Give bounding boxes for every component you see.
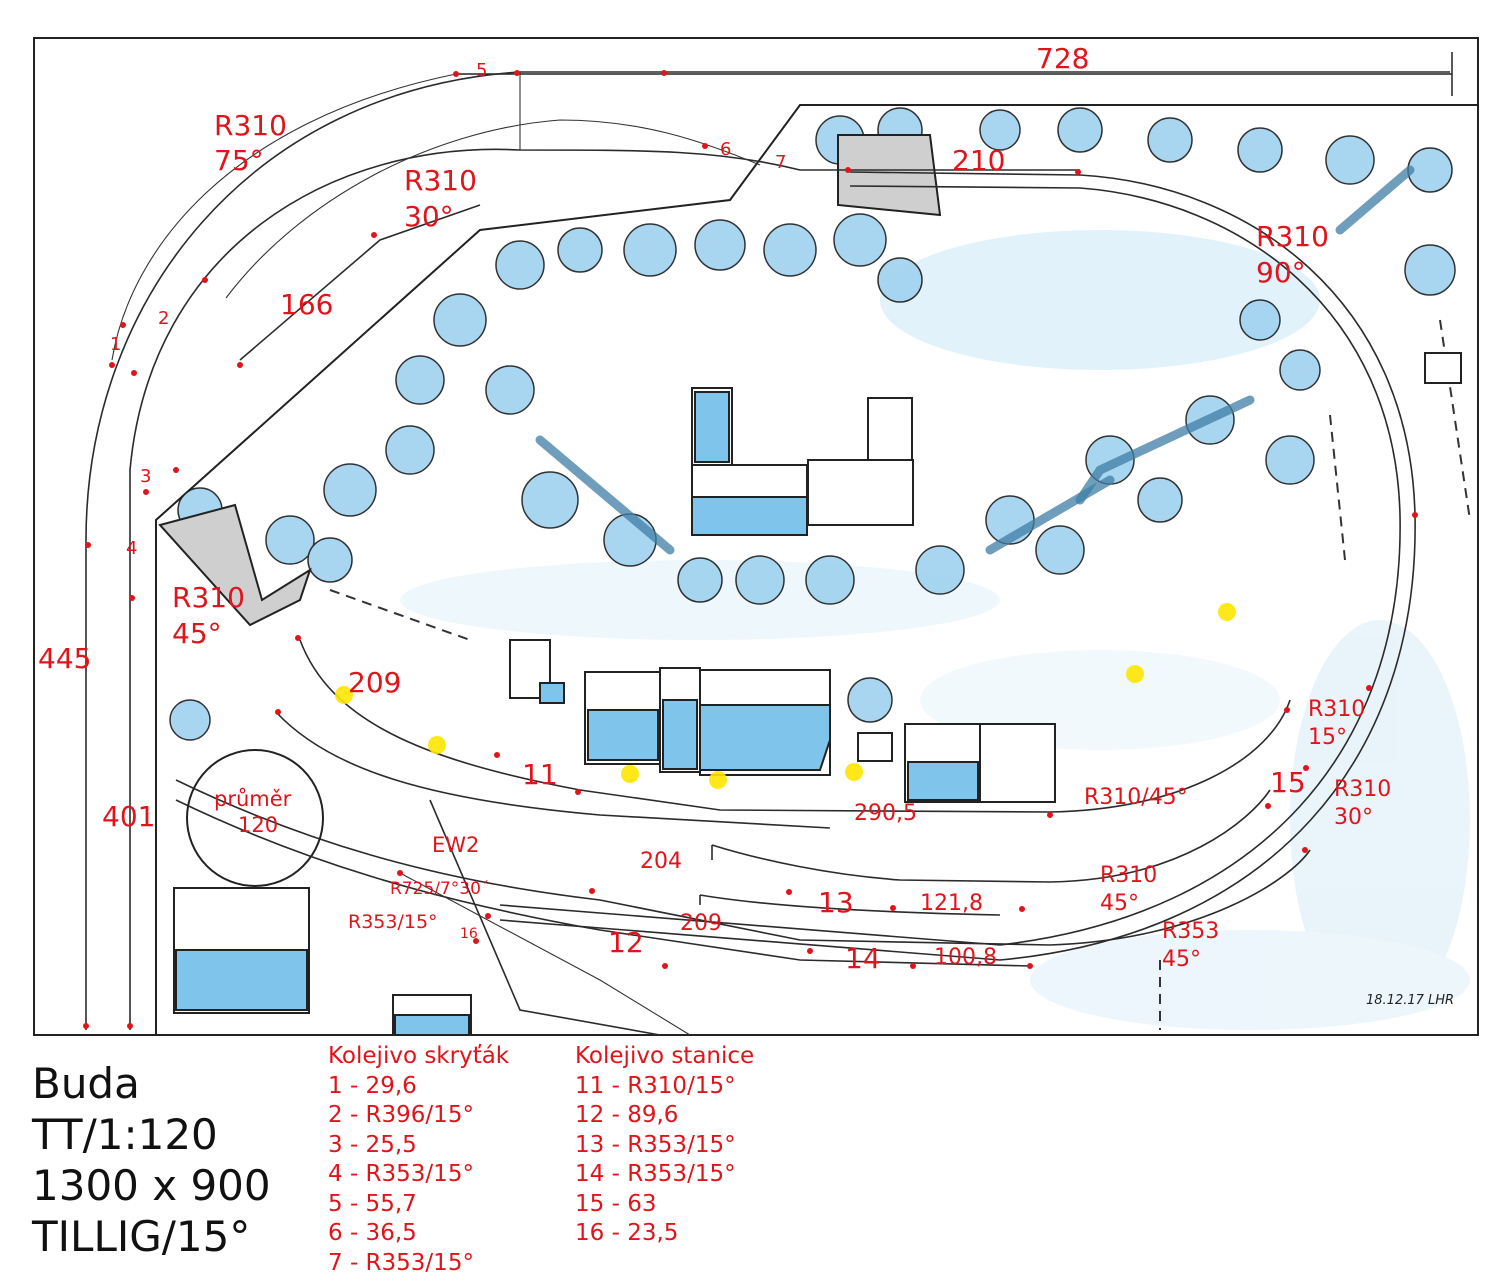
track-num-15: 15 xyxy=(1270,766,1306,799)
layout-size: 1300 x 900 xyxy=(32,1161,271,1210)
track-num-7: 7 xyxy=(775,152,786,173)
dim-209-lower-label: 209 xyxy=(680,911,722,936)
track-num-13: 13 xyxy=(818,886,854,919)
inner-board-outline xyxy=(155,104,1478,1035)
tree-cluster-icon xyxy=(169,107,1456,741)
water-stream-icon xyxy=(535,165,1415,555)
curve-r310-15-line2: 15° xyxy=(1308,725,1347,750)
r353-15-label: R353/15° xyxy=(348,911,438,933)
legend-item: 13 - R353/15° xyxy=(575,1131,736,1158)
legend-heading: Kolejivo stanice xyxy=(575,1043,755,1069)
legend-item: 15 - 63 xyxy=(575,1190,657,1217)
dim-diag-label: 166 xyxy=(280,288,333,321)
legend-station: Kolejivo stanice 11 - R310/15° 12 - 89,6… xyxy=(575,1042,754,1249)
curve-r310-45-line2: 45° xyxy=(172,617,222,650)
hidden-loop-tracks xyxy=(85,71,1450,1030)
legend-item: 3 - 25,5 xyxy=(328,1131,417,1158)
legend-item: 16 - 23,5 xyxy=(575,1220,679,1246)
curve-r310-90-line2: 90° xyxy=(1256,256,1306,289)
dim-top-label: 728 xyxy=(1036,42,1089,75)
turntable-label-line2: 120 xyxy=(238,813,278,837)
legend-item: 12 - 89,6 xyxy=(575,1102,679,1128)
layout-system: TILLIG/15° xyxy=(32,1212,251,1261)
dim-121-label: 121,8 xyxy=(920,891,983,916)
curve-r353-45-line2: 45° xyxy=(1162,947,1201,972)
curve-r310-45-slash-label: R310/45° xyxy=(1084,785,1188,810)
dim-204-label: 204 xyxy=(640,849,682,874)
turntable xyxy=(186,749,324,887)
track-num-5: 5 xyxy=(476,60,487,81)
dim-290-label: 290,5 xyxy=(854,801,917,826)
track-num-1: 1 xyxy=(110,334,121,355)
curve-r310-75-line2: 75° xyxy=(214,144,264,177)
turntable-label-line1: průměr xyxy=(214,787,292,811)
track-num-11: 11 xyxy=(522,758,558,791)
legend-item: 6 - 36,5 xyxy=(328,1220,417,1246)
baseboard-outline xyxy=(33,37,1479,1036)
lamp-icon xyxy=(335,603,1236,789)
dim-tunnel-label: 210 xyxy=(952,144,1005,177)
legend-item: 7 - R353/15° xyxy=(328,1249,474,1276)
curve-r310-30-line2: 30° xyxy=(404,200,454,233)
r725-label: R725/7°30´ xyxy=(390,879,489,899)
main-loop-tracks xyxy=(175,171,1416,1036)
dim-209-upper-label: 209 xyxy=(348,666,401,699)
curve-r310-45-line1: R310 xyxy=(172,581,245,614)
track-num-12: 12 xyxy=(608,926,644,959)
track-num-2: 2 xyxy=(158,308,169,329)
curve-r310-90-line1: R310 xyxy=(1256,220,1329,253)
track-num-14: 14 xyxy=(845,942,881,975)
joint-markers xyxy=(83,70,1418,1029)
tunnel-portal-icon xyxy=(158,134,942,627)
signature: 18.12.17 LHR xyxy=(1366,993,1454,1008)
curve-r310-30b-line2: 30° xyxy=(1334,805,1373,830)
buildings xyxy=(173,352,1462,1036)
legend-item: 11 - R310/15° xyxy=(575,1072,736,1099)
dim-left-inner-label: 401 xyxy=(102,800,155,833)
legend-hidden-yard: Kolejivo skryťák 1 - 29,6 2 - R396/15° 3… xyxy=(328,1042,509,1278)
curve-r310-75-line1: R310 xyxy=(214,109,287,142)
track-num-6: 6 xyxy=(720,139,731,160)
layout-name: Buda xyxy=(32,1059,140,1108)
track-num-4: 4 xyxy=(126,538,137,559)
legend-item: 1 - 29,6 xyxy=(328,1072,417,1099)
legend-item: 14 - R353/15° xyxy=(575,1161,736,1187)
curve-r310-30-line1: R310 xyxy=(404,164,477,197)
dim-left-outer-label: 445 xyxy=(38,642,91,675)
curve-r310-45b-line1: R310 xyxy=(1100,863,1157,888)
legend-item: 4 - R353/15° xyxy=(328,1161,474,1187)
curve-r353-45-line1: R353 xyxy=(1162,919,1219,944)
curve-r310-45b-line2: 45° xyxy=(1100,891,1139,916)
track-num-16: 16 xyxy=(460,926,478,942)
title-block: Buda TT/1:120 1300 x 900 TILLIG/15° xyxy=(32,1058,271,1262)
curve-r310-30b-line1: R310 xyxy=(1334,777,1391,802)
ew2-label: EW2 xyxy=(432,833,479,857)
dim-100-label: 100,8 xyxy=(934,945,997,970)
track-num-3: 3 xyxy=(140,466,151,487)
curve-r310-15-line1: R310 xyxy=(1308,697,1365,722)
legend-item: 2 - R396/15° xyxy=(328,1102,474,1128)
layout-scale: TT/1:120 xyxy=(32,1110,218,1159)
legend-item: 5 - 55,7 xyxy=(328,1190,417,1217)
scenery-wash xyxy=(400,230,1470,1030)
legend-heading: Kolejivo skryťák xyxy=(328,1043,510,1069)
